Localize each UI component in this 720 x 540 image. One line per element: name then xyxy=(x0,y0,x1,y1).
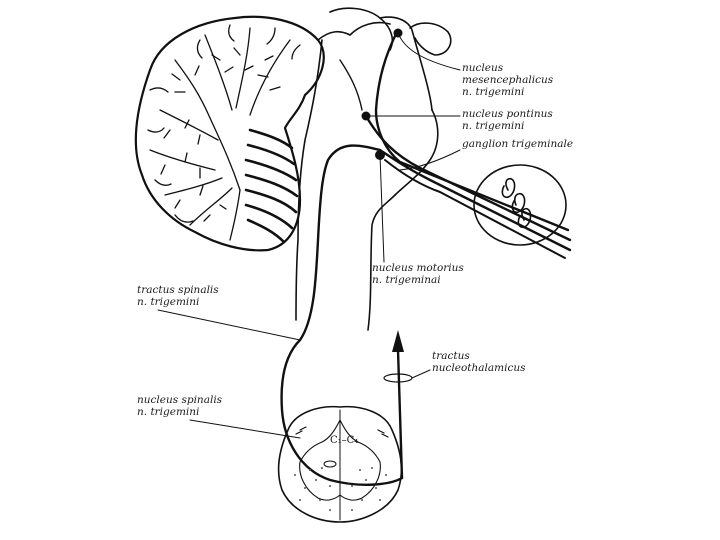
leader-nucleothalamicus xyxy=(412,370,430,378)
label-tractus-spinalis: tractus spinalis n. trigemini xyxy=(137,284,219,308)
nucleothalamic-tract xyxy=(384,330,412,478)
trigeminal-ganglion xyxy=(474,165,566,245)
label-nucleus-pontinus: nucleus pontinus n. trigemini xyxy=(462,108,553,132)
label-nucleus-mesencephalicus: nucleus mesencephalicus n. trigemini xyxy=(462,62,553,98)
spinal-cord-section xyxy=(279,407,402,522)
segment-label: C₁–C₄ xyxy=(330,435,358,446)
label-nucleus-spinalis: nucleus spinalis n. trigemini xyxy=(137,394,222,418)
label-tractus-nucleothalamicus: tractus nucleothalamicus xyxy=(432,350,526,374)
leader-tractus-spinalis xyxy=(158,310,300,340)
cerebellum-drawing xyxy=(136,17,324,251)
label-nucleus-motorius: nucleus motorius n. trigeminai xyxy=(372,262,464,286)
label-ganglion-trigeminale: ganglion trigeminale xyxy=(462,138,573,150)
